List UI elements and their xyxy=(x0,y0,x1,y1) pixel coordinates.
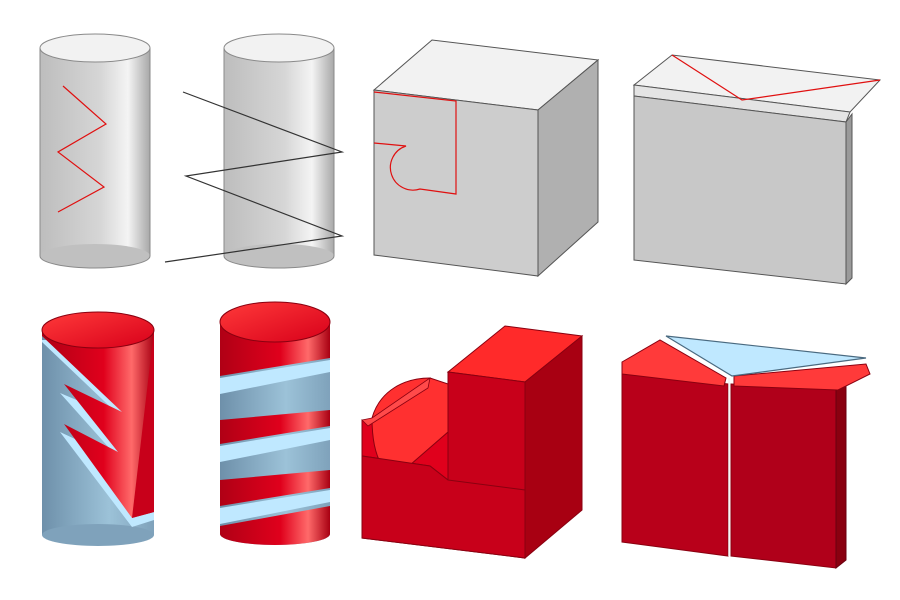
fold-sketch-line xyxy=(671,54,881,101)
cylinder-icon xyxy=(223,33,335,269)
plate-fold-cut-panel xyxy=(621,335,871,570)
box-notch-cut-panel xyxy=(361,325,584,560)
cylinder-icon xyxy=(219,301,331,545)
cylinder-helical-cut-panel xyxy=(219,301,331,545)
cube-icon xyxy=(361,325,584,560)
notch-sketch-line xyxy=(373,91,457,195)
cylinder-icon xyxy=(39,33,151,269)
cylinder-zigzag-sketch-panel xyxy=(39,33,151,269)
cylinder-polyline-sketch-panel xyxy=(164,33,345,269)
box-notch-sketch-panel xyxy=(372,39,600,278)
plate-fold-sketch-panel xyxy=(632,54,882,286)
cube-icon xyxy=(372,39,600,278)
cylinder-zigzag-cut-panel xyxy=(41,311,155,546)
cylinder-icon xyxy=(41,311,155,546)
plate-icon xyxy=(621,335,871,570)
plate-icon xyxy=(632,54,882,286)
zigzag-sketch-line xyxy=(56,85,108,213)
polyline-sketch-line xyxy=(164,91,345,263)
